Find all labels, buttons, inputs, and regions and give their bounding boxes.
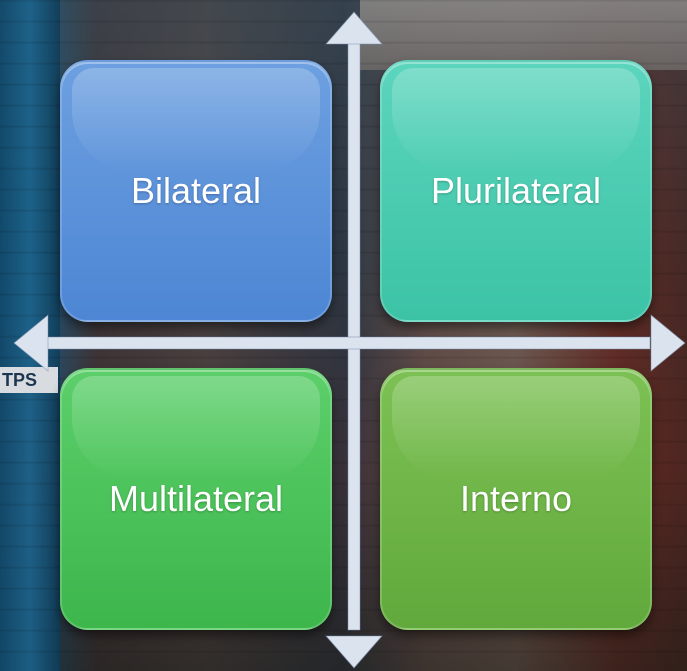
quadrant-interno: Interno bbox=[380, 368, 652, 630]
arrow-up-icon bbox=[324, 11, 384, 45]
quadrant-bilateral: Bilateral bbox=[60, 60, 332, 322]
quadrant-label: Interno bbox=[459, 478, 573, 519]
quadrant-multilateral: Multilateral bbox=[60, 368, 332, 630]
quadrant-label: Multilateral bbox=[108, 478, 284, 519]
quadrant-label: Bilateral bbox=[130, 170, 262, 211]
background-container-stack bbox=[360, 0, 687, 70]
arrow-right-icon bbox=[650, 313, 686, 373]
quadrant-plurilateral: Plurilateral bbox=[380, 60, 652, 322]
arrow-left-icon bbox=[13, 313, 49, 373]
background-sign: TPS bbox=[0, 367, 58, 393]
quadrant-label: Plurilateral bbox=[430, 170, 602, 211]
horizontal-axis bbox=[39, 336, 651, 350]
arrow-down-icon bbox=[324, 635, 384, 669]
vertical-axis bbox=[347, 39, 361, 631]
